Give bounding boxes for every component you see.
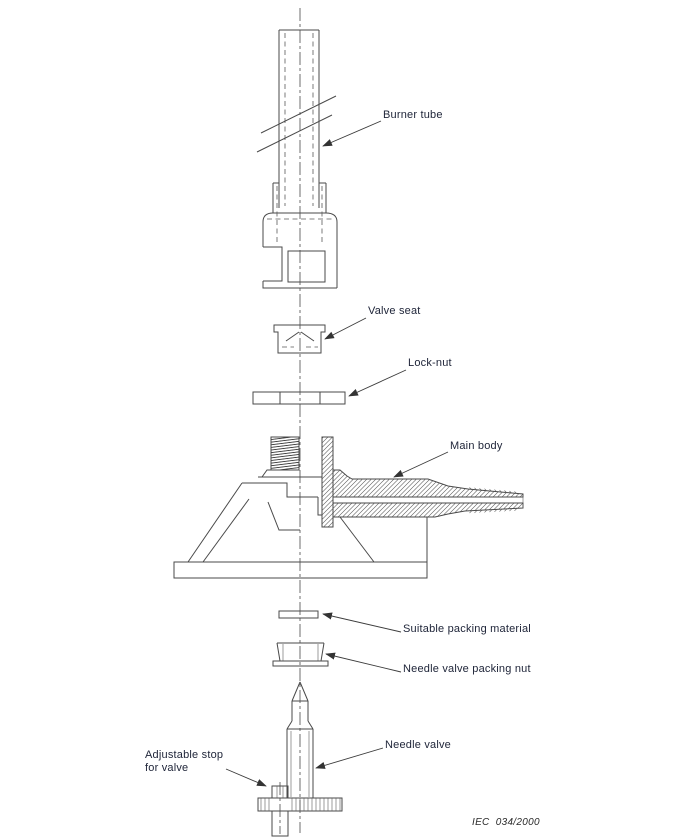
label-lock-nut: Lock-nut [408,357,452,369]
centerline [279,8,301,834]
valve-seat-drawing [273,324,326,354]
leader-packing-nut [325,652,402,673]
leader-main-body [393,451,449,478]
leader-lines [225,120,449,787]
needle-valve-drawing [257,681,343,837]
label-valve-seat: Valve seat [368,305,421,317]
label-adjustable-stop: Adjustable stop for valve [145,749,223,775]
packing-material-drawing [278,610,319,619]
leader-needle-valve [315,747,384,769]
leader-packing-material [322,612,402,633]
burner-tube-drawing [256,29,337,208]
label-needle-valve: Needle valve [385,739,451,751]
lock-nut-drawing [252,391,346,405]
tube-base-fitting-drawing [262,182,338,289]
leader-adjustable-stop [225,768,267,787]
main-body-drawing [173,436,524,579]
figure-reference: IEC 034/2000 [472,817,540,828]
leader-burner-tube [322,120,382,147]
label-packing-material: Suitable packing material [403,623,531,635]
label-packing-nut: Needle valve packing nut [403,663,531,675]
leader-valve-seat [324,317,367,340]
label-adjustable-stop-line1: Adjustable stop [145,749,224,761]
label-burner-tube: Burner tube [383,109,443,121]
packing-nut-drawing [272,642,329,667]
leader-lock-nut [348,369,407,397]
label-adjustable-stop-line2: for valve [145,762,189,774]
label-main-body: Main body [450,440,503,452]
